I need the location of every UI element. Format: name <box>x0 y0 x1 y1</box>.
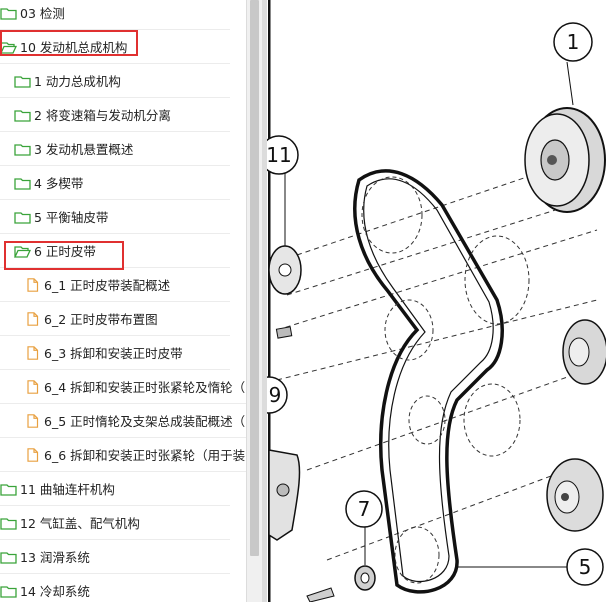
tree-node-label: 12 气缸盖、配气机构 <box>20 516 140 531</box>
tree-node-label: 6_3 拆卸和安装正时皮带 <box>44 346 183 361</box>
callout-9: 9 <box>267 376 288 414</box>
document-icon <box>24 447 41 462</box>
tree-node-label: 3 发动机悬置概述 <box>34 142 134 157</box>
tree-node-label: 11 曲轴连杆机构 <box>20 482 115 497</box>
tree-node-label: 2 将变速箱与发动机分离 <box>34 108 171 123</box>
tree-node-6-1[interactable]: 6_1 正时皮带装配概述 <box>0 268 230 302</box>
tree-node-label: 6 正时皮带 <box>34 244 96 259</box>
tree-node-label: 6_5 正时惰轮及支架总成装配概述（ <box>44 414 246 429</box>
tree-node-14[interactable]: 14 冷却系统 <box>0 574 230 602</box>
tree-node-label: 03 检测 <box>20 6 65 21</box>
document-icon <box>24 413 41 428</box>
tree-node-10[interactable]: 10 发动机总成机构 <box>0 30 230 64</box>
tree-scrollbar-thumb[interactable] <box>250 0 259 556</box>
tree-node-10-6[interactable]: 6 正时皮带 <box>0 234 230 268</box>
folder-icon <box>0 6 17 20</box>
tree-node-6-2[interactable]: 6_2 正时皮带布置图 <box>0 302 230 336</box>
tree-node-6-6[interactable]: 6_6 拆卸和安装正时张紧轮（用于装 <box>0 438 246 472</box>
tree-node-12[interactable]: 12 气缸盖、配气机构 <box>0 506 230 540</box>
folder-icon <box>14 142 31 156</box>
document-icon <box>24 277 41 292</box>
callout-5: 5 <box>566 548 604 586</box>
document-icon <box>24 345 41 360</box>
timing-belt-diagram: 1 11 9 7 5 <box>267 0 606 602</box>
tree-node-label: 1 动力总成机构 <box>34 74 121 89</box>
folder-icon <box>0 584 17 598</box>
bolt-bottom <box>306 587 335 602</box>
tree-node-03[interactable]: 03 检测 <box>0 0 230 30</box>
tree-node-label: 13 润滑系统 <box>20 550 90 565</box>
callout-9-label: 9 <box>269 383 282 407</box>
callout-5-label: 5 <box>579 555 592 579</box>
document-icon <box>24 311 41 326</box>
sprocket-1 <box>524 107 606 213</box>
tree-node-6-4[interactable]: 6_4 拆卸和安装正时张紧轮及惰轮（ <box>0 370 246 404</box>
tree-node-label: 4 多楔带 <box>34 176 84 191</box>
tree-node-11[interactable]: 11 曲轴连杆机构 <box>0 472 230 506</box>
bolt-left <box>275 326 293 339</box>
document-tree: 03 检测 10 发动机总成机构 1 动力总成机构 2 将变速箱与发动机分离 3… <box>0 0 246 602</box>
tree-node-10-2[interactable]: 2 将变速箱与发动机分离 <box>0 98 230 132</box>
tree-node-10-5[interactable]: 5 平衡轴皮带 <box>0 200 230 234</box>
pulley-right-low <box>546 458 604 532</box>
folder-icon <box>14 108 31 122</box>
tree-node-label: 5 平衡轴皮带 <box>34 210 109 225</box>
callout-1: 1 <box>553 22 593 62</box>
tree-node-10-1[interactable]: 1 动力总成机构 <box>0 64 230 98</box>
tree-node-6-3[interactable]: 6_3 拆卸和安装正时皮带 <box>0 336 230 370</box>
timing-belt-outer <box>353 169 504 594</box>
folder-icon <box>0 482 17 496</box>
timing-belt-inner <box>363 178 494 583</box>
washer-7 <box>354 527 376 591</box>
tree-node-13[interactable]: 13 润滑系统 <box>0 540 230 574</box>
tree-node-label: 6_1 正时皮带装配概述 <box>44 278 171 293</box>
left-housing <box>268 449 301 541</box>
callout-11-label: 11 <box>267 143 292 167</box>
folder-open-icon <box>0 40 18 54</box>
tree-node-label: 6_2 正时皮带布置图 <box>44 312 158 327</box>
tree-node-6-5[interactable]: 6_5 正时惰轮及支架总成装配概述（ <box>0 404 246 438</box>
folder-open-icon <box>13 244 32 258</box>
folder-icon <box>0 550 17 564</box>
callout-11: 11 <box>267 135 299 175</box>
left-hub-11 <box>268 245 302 295</box>
document-icon <box>24 379 41 394</box>
tree-node-label: 6_4 拆卸和安装正时张紧轮及惰轮（ <box>44 380 246 395</box>
tree-node-label: 10 发动机总成机构 <box>20 40 128 55</box>
tree-node-label: 6_6 拆卸和安装正时张紧轮（用于装 <box>44 448 246 463</box>
tree-node-10-3[interactable]: 3 发动机悬置概述 <box>0 132 230 166</box>
folder-icon <box>14 74 31 88</box>
diagram-viewer: 1 11 9 7 5 <box>267 0 606 602</box>
pulley-right-mid <box>562 319 606 385</box>
pane-divider[interactable] <box>262 0 267 602</box>
callout-7-label: 7 <box>358 497 371 521</box>
callout-1-label: 1 <box>567 30 580 54</box>
callout-7: 7 <box>345 490 383 528</box>
tree-node-10-4[interactable]: 4 多楔带 <box>0 166 230 200</box>
folder-icon <box>14 210 31 224</box>
tree-node-label: 14 冷却系统 <box>20 584 90 599</box>
folder-icon <box>0 516 17 530</box>
folder-icon <box>14 176 31 190</box>
